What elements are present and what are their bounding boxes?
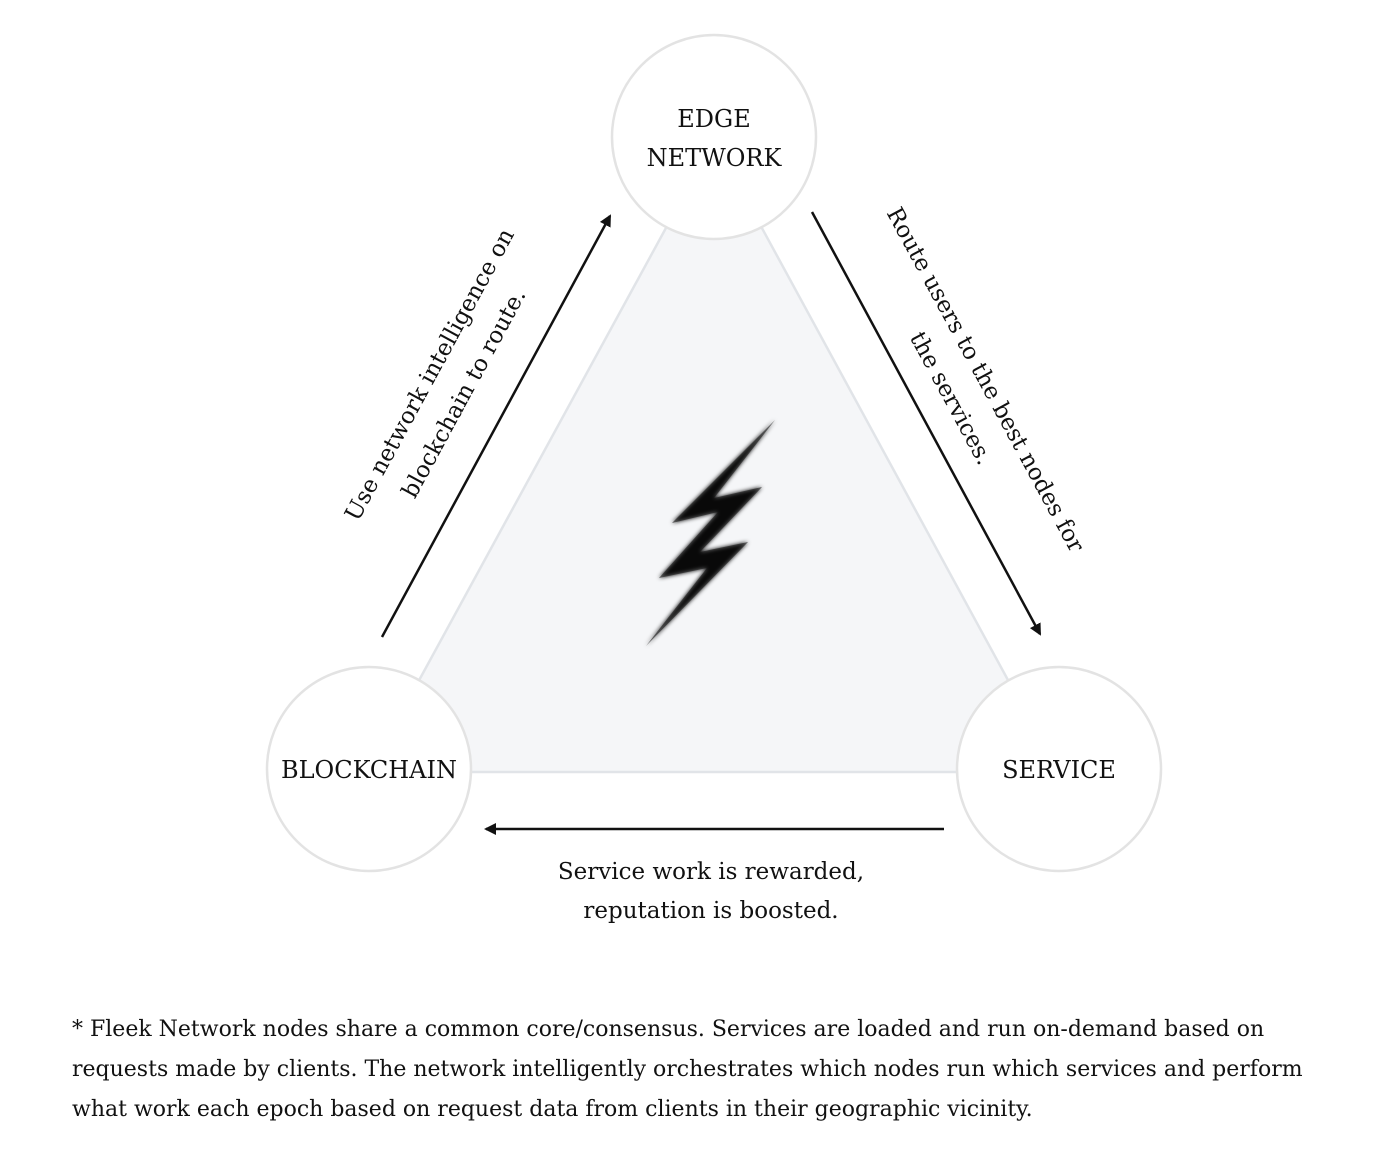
service-to-blockchain-label-line2: reputation is boosted. — [583, 898, 838, 924]
service-to-blockchain-label-line1: Service work is rewarded, — [558, 859, 864, 885]
blockchain-label: BLOCKCHAIN — [281, 756, 457, 784]
service-to-blockchain-label: Service work is rewarded, reputation is … — [558, 859, 864, 924]
lightning-bolt-icon — [646, 420, 775, 646]
arrow-blockchain-to-edge — [380, 214, 612, 638]
edge-network-node: EDGE NETWORK — [610, 33, 818, 241]
footnote: * Fleek Network nodes share a common cor… — [72, 1017, 1303, 1122]
service-node: SERVICE — [955, 665, 1163, 873]
service-label: SERVICE — [1002, 756, 1116, 784]
edge-network-label-line2: NETWORK — [647, 144, 783, 172]
blockchain-node: BLOCKCHAIN — [265, 665, 473, 873]
edge-network-label-line1: EDGE — [677, 105, 750, 133]
center-triangle — [366, 137, 1061, 774]
arrow-edge-to-service — [810, 211, 1042, 636]
network-diagram: EDGE NETWORK BLOCKCHAIN SERVICE Use netw… — [265, 33, 1163, 924]
